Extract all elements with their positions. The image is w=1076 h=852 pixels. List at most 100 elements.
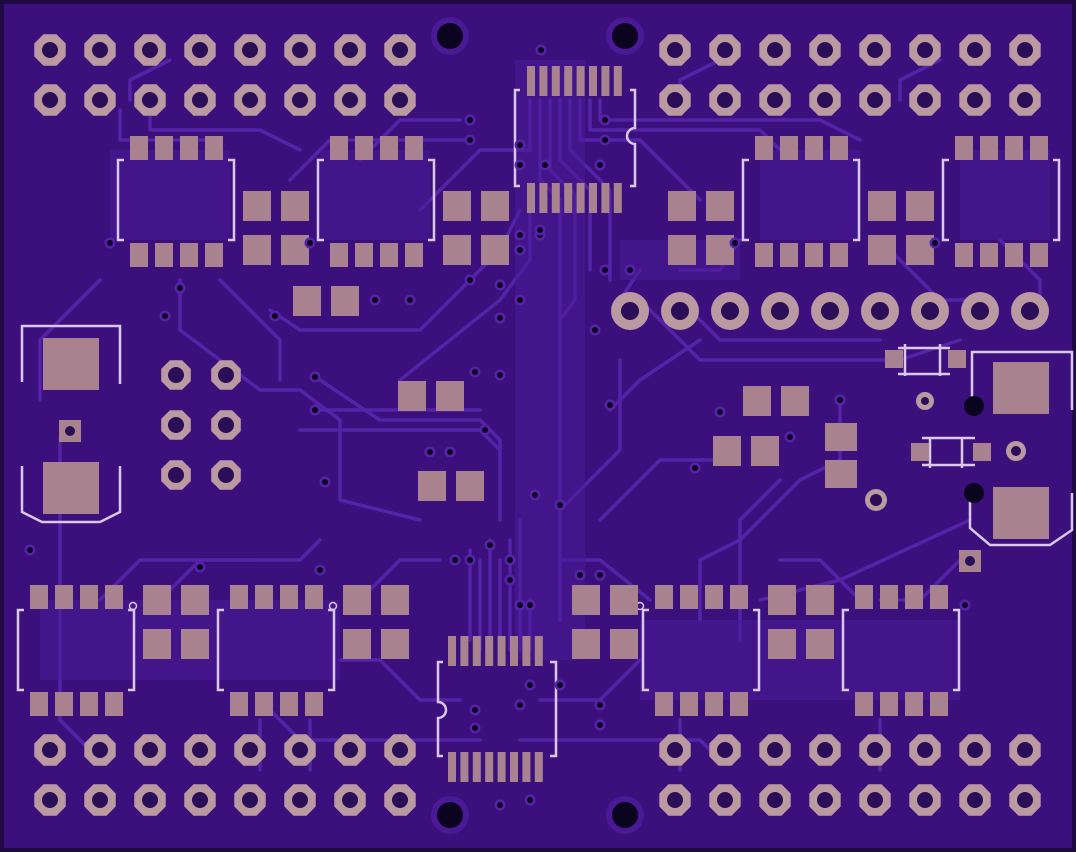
- via-hole: [322, 479, 328, 485]
- passive-pad: [768, 585, 796, 615]
- via-hole: [837, 397, 843, 403]
- via-hole: [517, 602, 523, 608]
- via-hole: [307, 240, 313, 246]
- soic-pin: [1030, 243, 1048, 267]
- copper-trace: [128, 58, 172, 102]
- via-hole: [472, 725, 478, 731]
- soic-pin: [805, 136, 823, 160]
- test-point-hole: [1011, 446, 1021, 456]
- header-pin-hole: [142, 92, 158, 108]
- copper-pour: [960, 150, 1050, 240]
- passive-pad: [868, 235, 896, 265]
- via-hole: [597, 572, 603, 578]
- via-hole: [482, 427, 488, 433]
- passive-pad: [181, 585, 209, 615]
- holes-layer: [24, 17, 1039, 834]
- via-hole: [427, 449, 433, 455]
- part-outline: [922, 436, 975, 468]
- via-hole: [597, 722, 603, 728]
- via-hole: [507, 577, 513, 583]
- soic-pin: [880, 585, 898, 609]
- soic-pin: [380, 243, 398, 267]
- ic-outline: [841, 608, 961, 692]
- via-hole: [372, 297, 378, 303]
- via-hole: [467, 557, 473, 563]
- header-pin-hole: [292, 92, 308, 108]
- copper-trace: [218, 278, 282, 382]
- copper-trace: [608, 338, 702, 412]
- header-pin-hole: [667, 742, 683, 758]
- header-pin-hole: [867, 792, 883, 808]
- header-pin-hole: [1017, 792, 1033, 808]
- passive-pad: [281, 191, 309, 221]
- soic-pin: [405, 243, 423, 267]
- passive-pad: [825, 423, 857, 451]
- soic-pin: [955, 136, 973, 160]
- soic-pin: [655, 692, 673, 716]
- header-pin-hole: [667, 792, 683, 808]
- via-hole: [517, 702, 523, 708]
- mounting-hole: [612, 23, 638, 49]
- via-hole: [602, 137, 608, 143]
- header-pin-hole: [767, 42, 783, 58]
- soic-pin: [255, 692, 273, 716]
- copper-trace: [778, 558, 862, 602]
- header-pin-hole: [1017, 92, 1033, 108]
- tssop-pin: [485, 636, 494, 666]
- passive-pad: [806, 585, 834, 615]
- tssop-pin: [539, 66, 548, 96]
- passive-pad: [443, 235, 471, 265]
- header-pin-hole: [42, 92, 58, 108]
- passive-pad: [443, 191, 471, 221]
- via-hole: [177, 285, 183, 291]
- via-hole: [542, 162, 548, 168]
- tssop-pin: [551, 183, 560, 213]
- via-hole: [472, 369, 478, 375]
- soic-pin: [305, 692, 323, 716]
- soic-pin: [330, 136, 348, 160]
- passive-pad: [481, 191, 509, 221]
- passive-pad: [418, 471, 446, 501]
- header-pin-hole: [1017, 42, 1033, 58]
- passive-pad: [572, 585, 600, 615]
- part-outline: [20, 466, 122, 524]
- via-hole: [497, 282, 503, 288]
- header-pin-hole: [142, 792, 158, 808]
- tssop-pin: [589, 66, 597, 96]
- copper-trace: [318, 378, 502, 522]
- header-pin-hole: [917, 92, 933, 108]
- soic-pin: [230, 692, 248, 716]
- via-hole: [527, 602, 533, 608]
- tssop-pin: [539, 183, 548, 213]
- soic-pin: [930, 585, 948, 609]
- header-pin-round-hole: [621, 302, 639, 320]
- ic-outline: [316, 158, 436, 242]
- header-pin-hole: [967, 92, 983, 108]
- copper-trace: [598, 98, 862, 142]
- via-hole: [407, 297, 413, 303]
- ic-outline: [941, 158, 1061, 242]
- via-hole: [317, 567, 323, 573]
- soic-pin: [830, 243, 848, 267]
- via-hole: [557, 502, 563, 508]
- copper-pours: [40, 60, 1050, 700]
- header-pin-hole: [192, 42, 208, 58]
- via-hole: [507, 557, 513, 563]
- header-pin-hole: [817, 792, 833, 808]
- ic-outline: [641, 608, 761, 692]
- soic-pin: [55, 585, 73, 609]
- tssop-pin: [448, 636, 456, 666]
- soic-pin: [905, 692, 923, 716]
- jumper-pin-hole: [218, 467, 234, 483]
- tssop-pin: [534, 636, 543, 666]
- header-pin-hole: [867, 42, 883, 58]
- passive-pad: [706, 191, 734, 221]
- soic-pin: [780, 243, 798, 267]
- passive-pad: [243, 235, 271, 265]
- passive-pad: [906, 235, 934, 265]
- soic-pin: [1005, 243, 1023, 267]
- mounting-hole: [964, 396, 984, 416]
- passive-pad: [906, 191, 934, 221]
- part-outline: [898, 344, 950, 376]
- copper-trace: [598, 458, 722, 522]
